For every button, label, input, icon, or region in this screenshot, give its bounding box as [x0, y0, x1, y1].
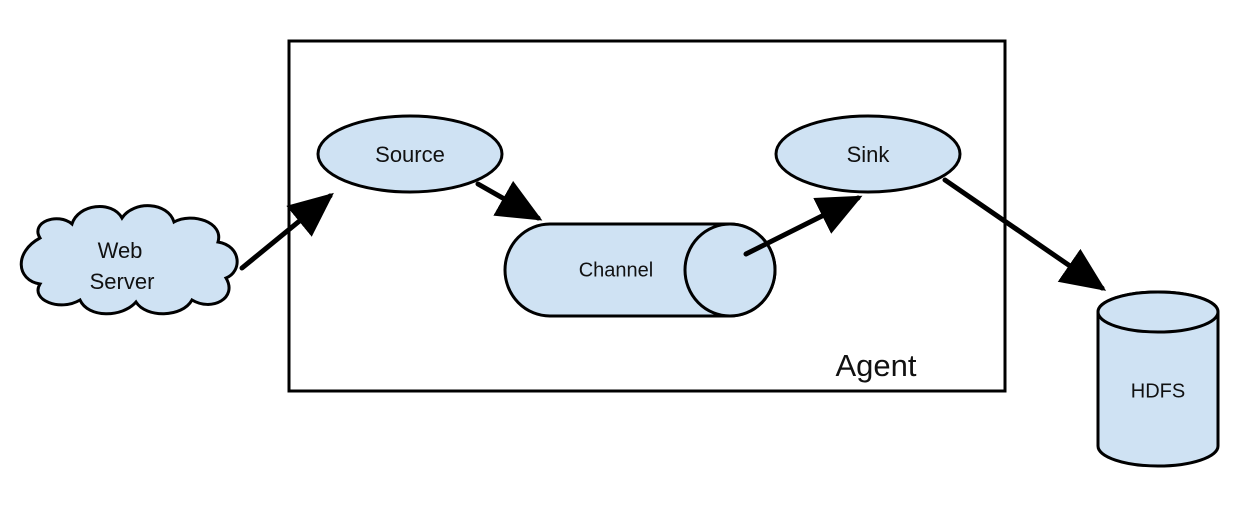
web-server-label-line1: Web: [98, 238, 143, 263]
web-server-node: Web Server: [19, 204, 239, 316]
hdfs-node: HDFS: [1096, 290, 1220, 468]
cloud-icon: [19, 204, 239, 316]
sink-ellipse: [774, 114, 962, 194]
source-node: Source: [316, 114, 504, 194]
arrow-web-server-to-source: [239, 192, 334, 271]
channel-label: Channel: [579, 259, 654, 281]
agent-box: [287, 39, 1007, 393]
database-top-cap: [1096, 290, 1220, 334]
arrow-sink-to-hdfs: [942, 177, 1107, 291]
source-label: Source: [375, 142, 445, 167]
channel-end-cap: [683, 222, 777, 318]
arrow-source-to-channel: [475, 180, 543, 221]
channel-node: Channel: [503, 222, 777, 318]
arrow-channel-to-sink: [743, 195, 863, 257]
sink-node: Sink: [774, 114, 962, 194]
sink-label: Sink: [847, 142, 891, 167]
source-ellipse: [316, 114, 504, 194]
agent-container: Agent: [287, 39, 1007, 393]
hdfs-label: HDFS: [1131, 380, 1185, 402]
agent-label: Agent: [835, 348, 916, 383]
web-server-label-line2: Server: [90, 269, 155, 294]
